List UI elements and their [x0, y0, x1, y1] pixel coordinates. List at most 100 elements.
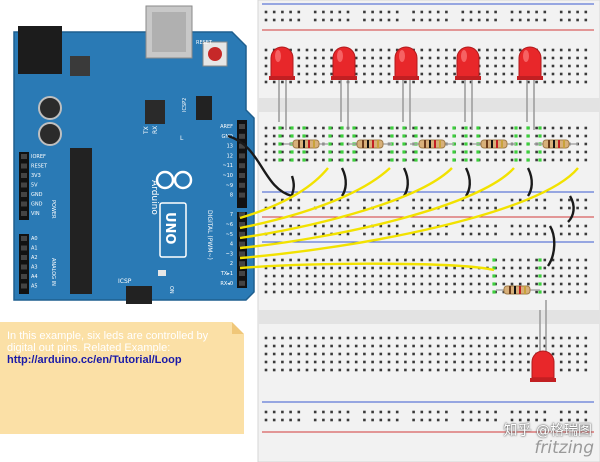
hole: [330, 198, 333, 202]
hole: [576, 72, 579, 76]
connected-hole: [538, 158, 542, 162]
note-link[interactable]: http://arduino.cc/en/Tutorial/Loop: [7, 354, 182, 366]
led-2: [331, 46, 357, 130]
hole: [371, 198, 374, 202]
hole: [518, 360, 522, 364]
hole: [527, 258, 530, 262]
hole: [297, 48, 301, 52]
hole: [272, 18, 276, 22]
hole: [338, 206, 342, 210]
resistor-2: [348, 139, 392, 149]
hole: [486, 418, 489, 422]
hole: [559, 48, 563, 52]
connected-hole: [464, 150, 468, 154]
hole: [568, 274, 571, 278]
hole: [281, 206, 284, 210]
hole: [305, 126, 309, 130]
signal-wire-3: [239, 167, 579, 260]
connected-hole: [402, 158, 406, 162]
hole: [494, 18, 497, 22]
hole: [412, 206, 415, 210]
hole: [428, 368, 432, 372]
hole: [510, 80, 514, 84]
hole: [363, 18, 366, 22]
hole: [297, 290, 301, 294]
pin-label: GND: [222, 134, 234, 140]
hole: [486, 360, 489, 364]
hole: [518, 134, 522, 138]
hole: [568, 48, 571, 52]
hole: [272, 232, 276, 236]
hole: [313, 198, 317, 202]
hole: [354, 360, 358, 364]
hole: [281, 150, 284, 154]
hole: [379, 134, 383, 138]
hole: [297, 158, 301, 162]
hole: [527, 344, 530, 348]
fritzing-logo: fritzing: [534, 438, 594, 458]
hole: [510, 282, 514, 286]
connected-hole: [328, 158, 332, 162]
hole: [518, 344, 522, 348]
hole: [559, 224, 563, 228]
hole: [486, 198, 489, 202]
hole: [494, 232, 497, 236]
hole: [297, 206, 301, 210]
hole: [436, 344, 440, 348]
hole: [420, 352, 424, 356]
hole: [354, 274, 358, 278]
hole: [453, 360, 456, 364]
hole: [518, 274, 522, 278]
hole: [428, 72, 432, 76]
hole: [510, 72, 514, 76]
hole: [322, 48, 325, 52]
hole: [576, 56, 579, 60]
hole: [551, 282, 555, 286]
hole: [297, 56, 301, 60]
hole: [543, 10, 547, 14]
hole: [428, 134, 432, 138]
hole: [272, 290, 276, 294]
hole: [445, 418, 448, 422]
hole: [379, 64, 383, 68]
connected-hole: [514, 126, 518, 130]
hole: [543, 224, 547, 228]
hole: [305, 72, 309, 76]
hole: [445, 56, 448, 60]
hole: [584, 344, 588, 348]
hole: [395, 258, 399, 262]
hole: [387, 224, 391, 228]
hole: [322, 64, 325, 68]
hole: [371, 360, 374, 364]
hole: [313, 344, 317, 348]
hole: [469, 258, 473, 262]
hole: [428, 352, 432, 356]
hole: [518, 80, 522, 84]
hole: [395, 344, 399, 348]
hole: [559, 158, 563, 162]
hole: [338, 224, 342, 228]
hole: [412, 368, 415, 372]
hole: [428, 126, 432, 130]
hole: [395, 290, 399, 294]
hole: [412, 282, 415, 286]
hole: [568, 126, 571, 130]
hole: [354, 290, 358, 294]
hole: [535, 266, 538, 270]
hole: [420, 418, 424, 422]
hole: [387, 352, 391, 356]
connected-hole: [390, 150, 394, 154]
hole: [404, 80, 407, 84]
connected-hole: [290, 150, 294, 154]
hole: [354, 282, 358, 286]
connected-hole: [340, 134, 344, 138]
hole: [395, 360, 399, 364]
hole: [428, 274, 432, 278]
hole: [281, 274, 284, 278]
hole: [330, 48, 333, 52]
hole: [371, 64, 374, 68]
hole: [313, 258, 317, 262]
hole: [354, 126, 358, 130]
hole: [559, 206, 563, 210]
